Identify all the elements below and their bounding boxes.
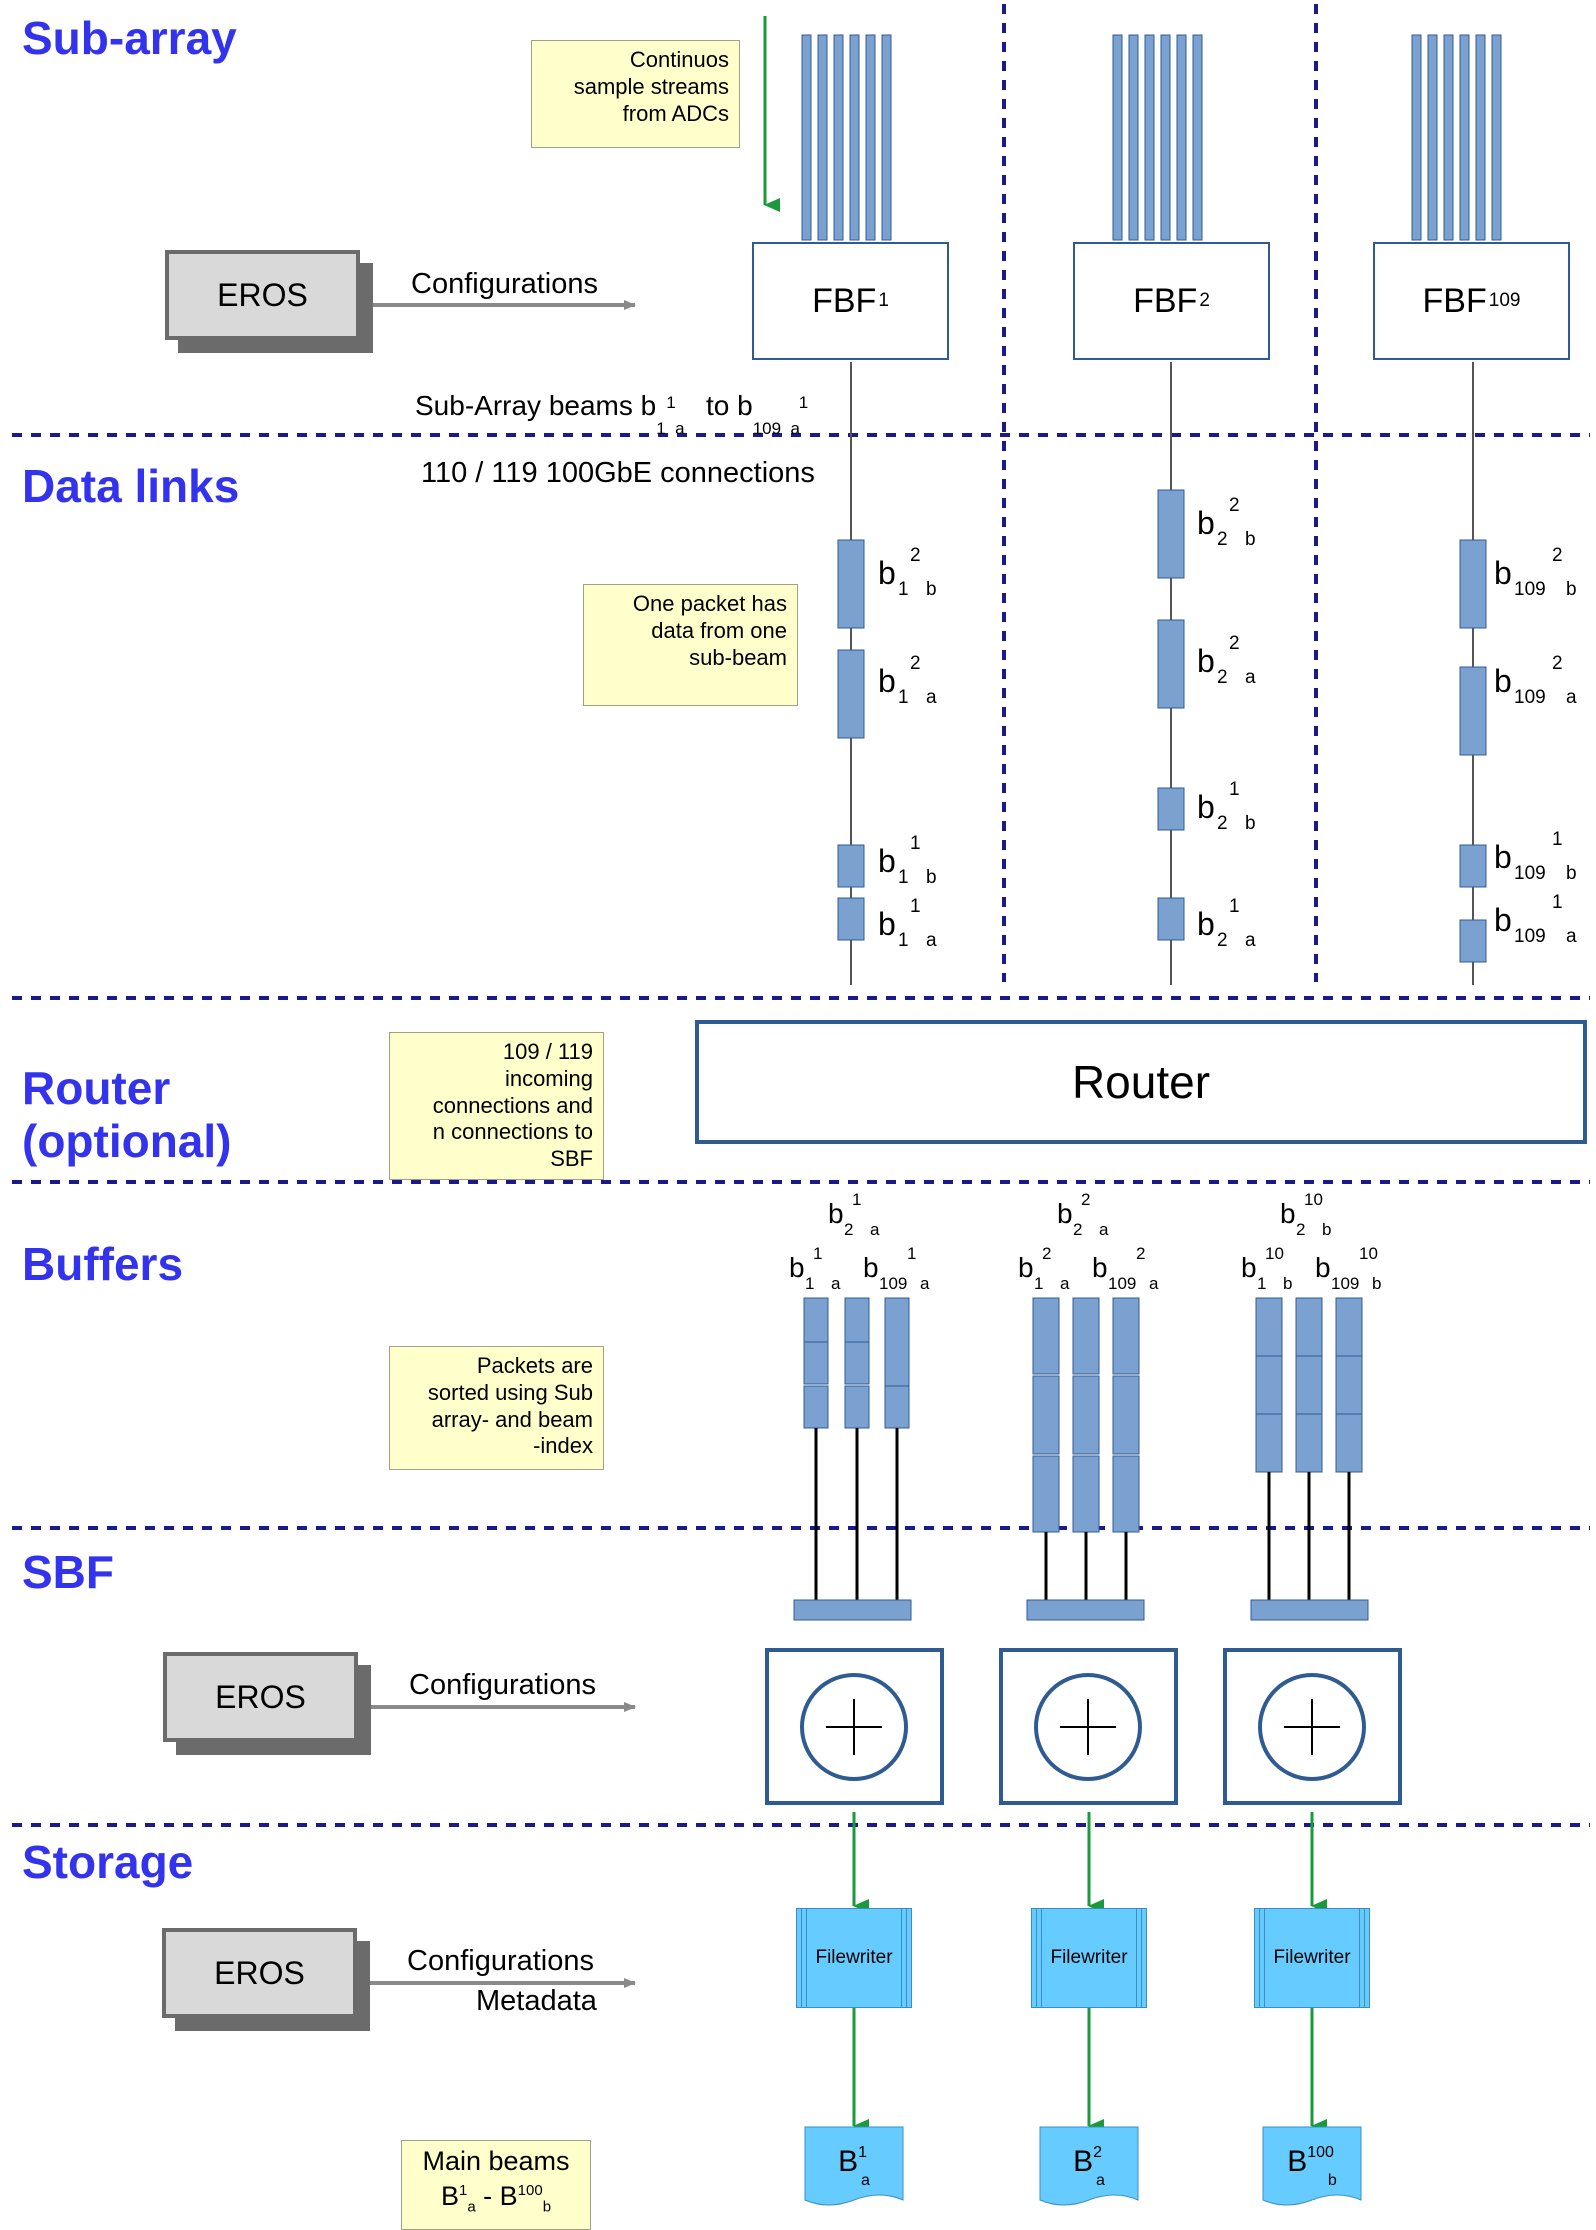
packet [1459,539,1487,629]
packet [1157,897,1185,941]
eros-box-sbf: EROS [163,1652,358,1742]
data-link-packets [837,489,1487,963]
packet [837,897,865,941]
eros-box-storage: EROS [162,1928,357,2018]
packet [837,844,865,888]
packet [1459,919,1487,963]
config-label-sbf: Configurations [409,1669,596,1701]
note-router: 109 / 119 incoming connections and n con… [389,1032,604,1180]
packet [837,649,865,739]
config-label-storage: Configurations [407,1945,594,1977]
packet [1459,666,1487,756]
section-title-router: Router (optional) [22,1062,232,1168]
note-mainbeams: Main beams B1a - B100b [401,2140,591,2230]
output-label-3: B100b [1287,2144,1337,2189]
output-documents [804,2126,1362,2206]
output-label-2: B2a [1073,2144,1105,2189]
sbf-summers [765,1648,1402,1805]
section-title-sbf: SBF [22,1546,114,1598]
packet [1157,489,1185,579]
packet [1157,787,1185,831]
connections-label: 110 / 119 100GbE connections [421,457,815,489]
config-label-subarray: Configurations [411,268,598,300]
adc-streams [801,34,1502,241]
packet [1157,619,1185,709]
section-title-buffers: Buffers [22,1238,184,1290]
buffer-columns [803,1297,1363,1533]
buffer-lines [814,1428,1351,1600]
filewriter-2: Filewriter [1031,1908,1147,2008]
metadata-label: Metadata [476,1985,597,2017]
storage-arrows [852,1812,1327,2133]
note-packet: One packet has data from one sub-beam [583,584,798,706]
section-separators [12,4,1590,1827]
filewriter-3: Filewriter [1254,1908,1370,2008]
router-box: Router [695,1020,1587,1144]
section-title-storage: Storage [22,1836,194,1888]
note-adc: Continuos sample streams from ADCs [531,40,740,148]
section-title-subarray: Sub-array [22,12,237,64]
sbf-collectors [793,1599,1369,1621]
section-title-datalinks: Data links [22,460,240,512]
eros-box-subarray: EROS [165,250,360,340]
section-title-router-l1: Router [22,1062,171,1114]
output-label-1: B1a [838,2144,870,2189]
filewriter-1: Filewriter [796,1908,912,2008]
packet [1459,844,1487,888]
config-arrows [365,300,636,1988]
note-buffers: Packets are sorted using Sub array- and … [389,1346,604,1470]
packet [837,539,865,629]
section-title-router-l2: (optional) [22,1114,232,1167]
